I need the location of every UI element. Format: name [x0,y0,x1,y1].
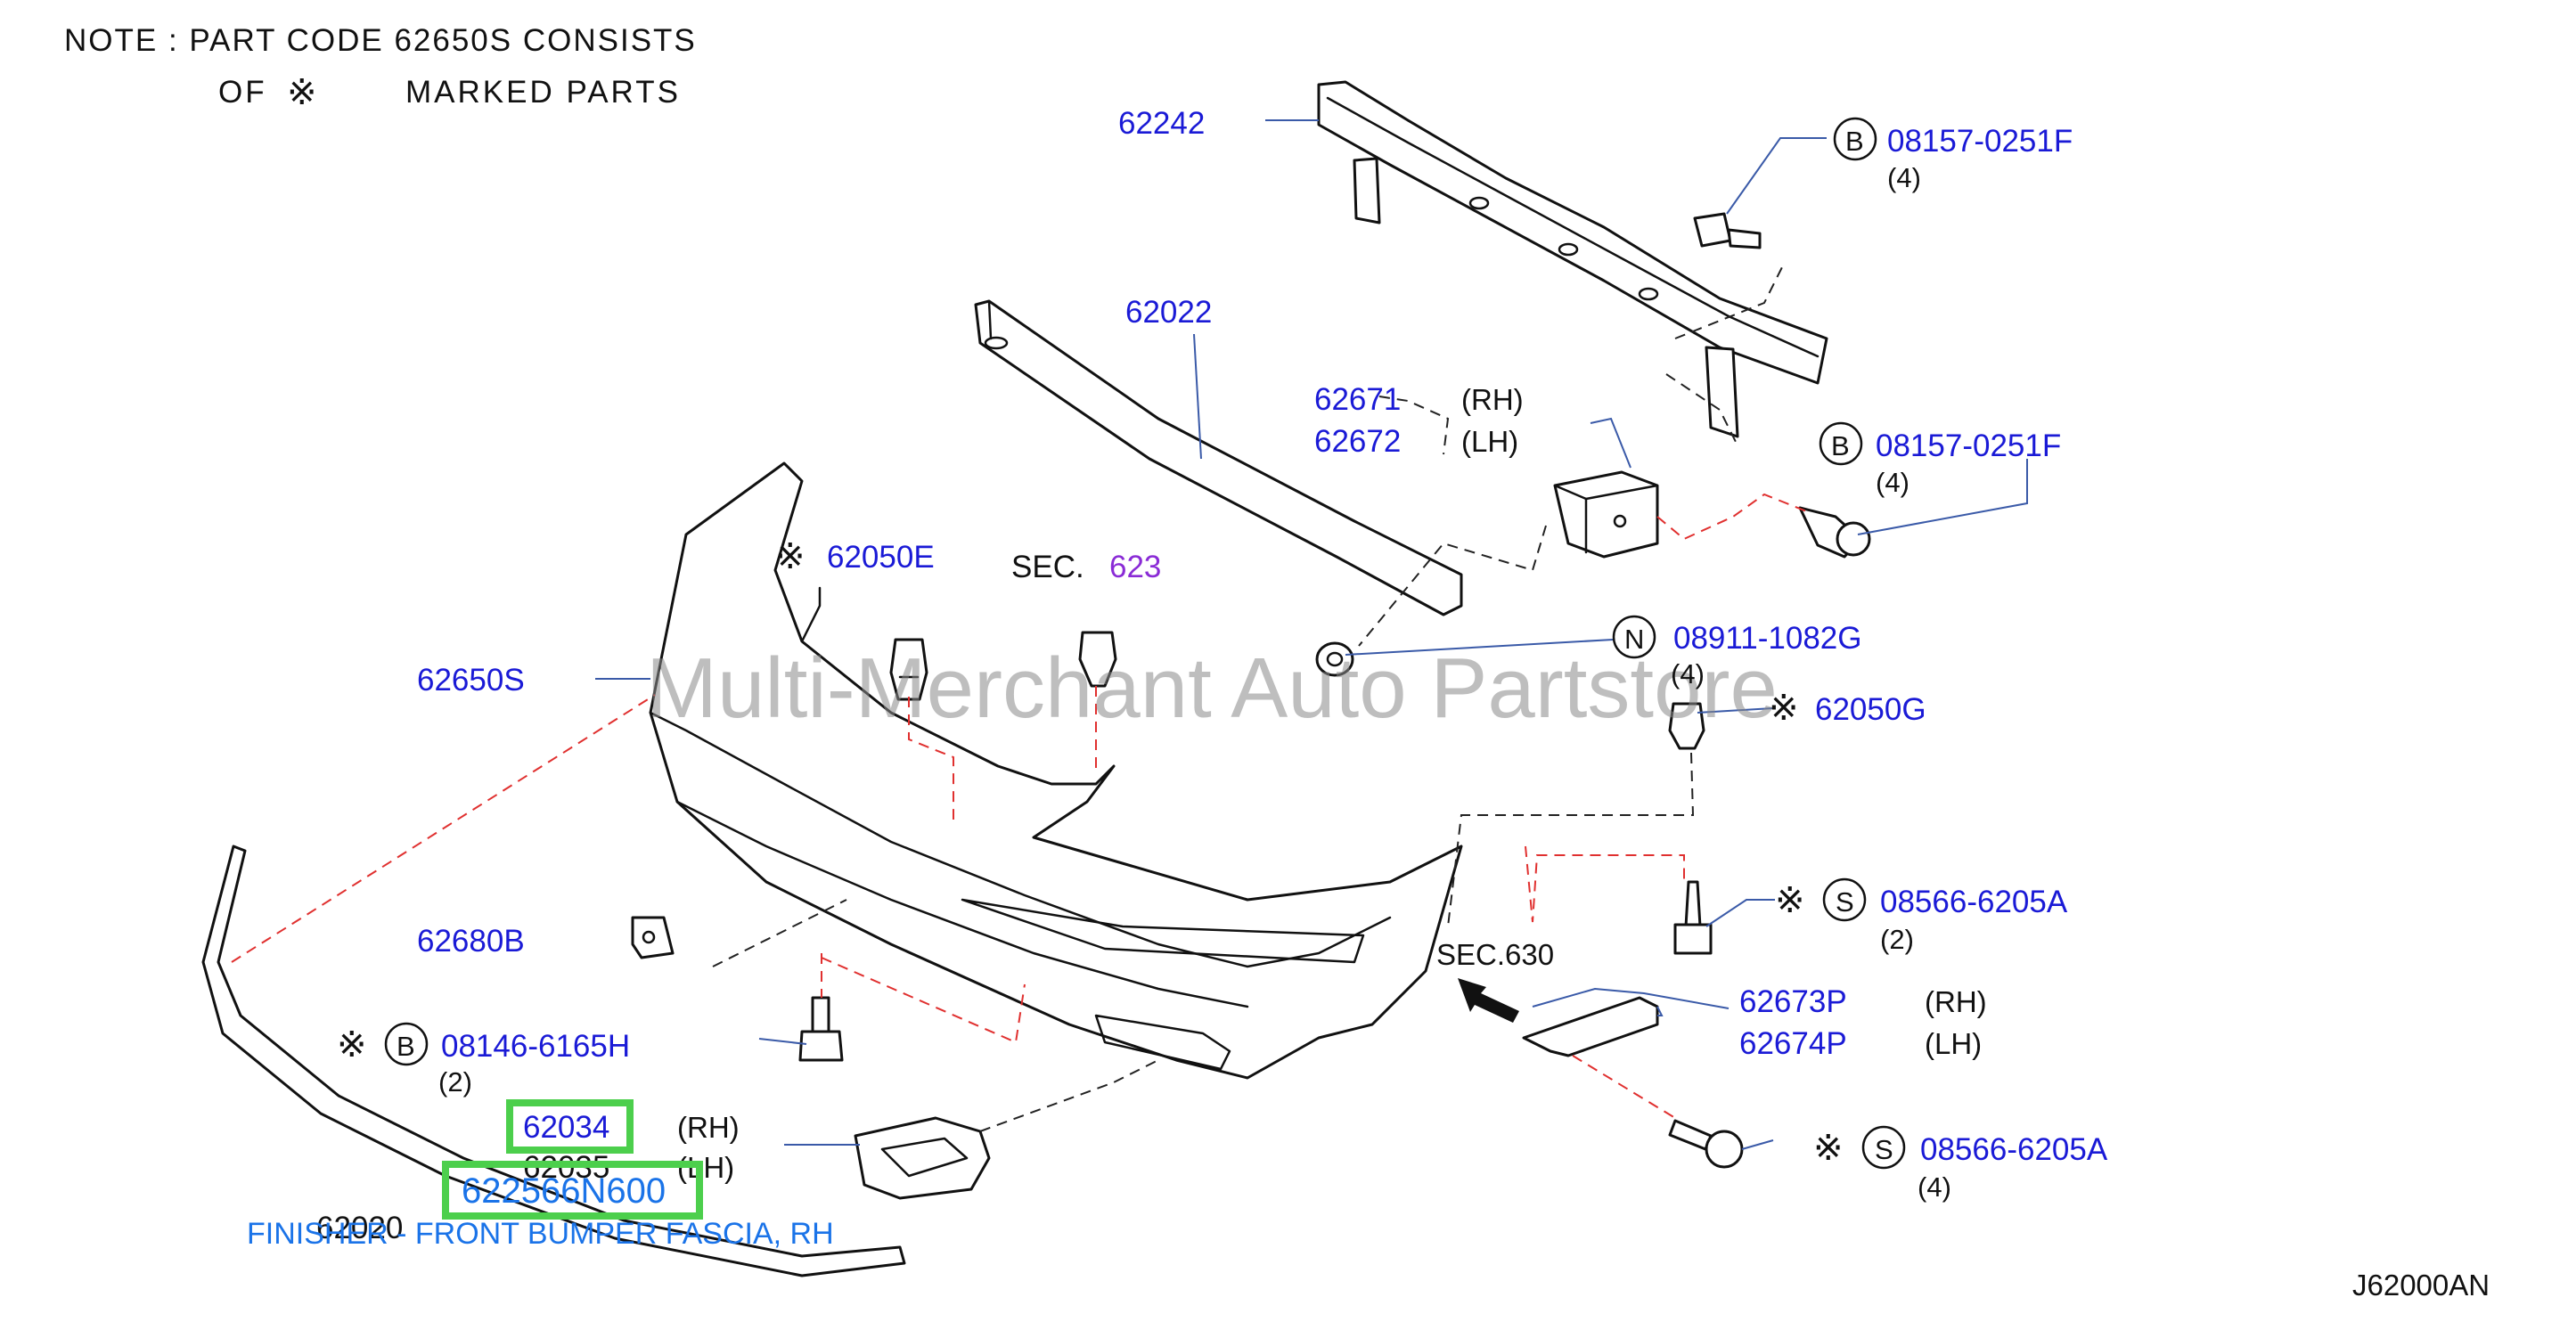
finisher-strip-drawing [201,845,906,1277]
note-of: OF [218,75,267,110]
screw-s1-drawing [1673,880,1713,955]
note-marked-parts: MARKED PARTS [405,75,681,110]
b-symbol-icon [384,1022,429,1066]
part-62671-link[interactable]: 62671 [1314,382,1401,417]
b-symbol-letter: B [1831,430,1850,461]
kome-mark-icon: ※ [287,73,317,112]
sec623-prefix: SEC. [1011,550,1084,584]
kome-mark-icon: ※ [337,1025,367,1065]
bracket-62673p-drawing [1522,996,1659,1057]
screw-08566-s2-link[interactable]: 08566-6205A [1920,1132,2108,1167]
screw-s2-drawing [1668,1119,1744,1169]
kome-mark-icon: ※ [775,537,806,576]
s-symbol-icon [1861,1125,1906,1170]
part-62050g-link[interactable]: 62050G [1815,692,1926,727]
part-62242-link[interactable]: 62242 [1118,106,1205,141]
sec630-link[interactable]: SEC.630 [1436,938,1554,971]
screw-08566-s1-qty: (2) [1880,924,1914,955]
part-62050e-link[interactable]: 62050E [827,540,935,575]
nut-08911-qty: (4) [1671,658,1705,690]
s-symbol-letter: S [1875,1134,1893,1165]
part-62034-side: (RH) [677,1111,740,1144]
kome-mark-icon: ※ [1813,1129,1844,1168]
part-62034-link[interactable]: 62034 [523,1110,609,1145]
guide-lines [231,266,1810,1132]
b-symbol-letter: B [397,1031,415,1062]
clip-62050g-drawing [1668,702,1705,750]
bolt-mid-drawing [1798,506,1871,559]
part-tooltip: FINISHER - FRONT BUMPER FASCIA, RH [247,1217,834,1251]
watermark: Multi-Merchant Auto Partstore [646,641,1778,736]
clip-sec623-drawing [1078,631,1117,688]
n-symbol-icon [1612,615,1656,659]
b-symbol-icon [1819,421,1863,466]
reinforcement-bar-drawing [974,299,1463,616]
kome-mark-icon: ※ [1775,881,1805,920]
leader-lines [595,119,2028,1150]
part-62673p-link[interactable]: 62673P [1739,984,1847,1019]
kome-mark-icon: ※ [1769,689,1799,728]
screw-08566-s1-link[interactable]: 08566-6205A [1880,885,2068,919]
part-62673p-side: (RH) [1925,985,1987,1018]
part-62022-link[interactable]: 62022 [1125,295,1212,330]
n-symbol-letter: N [1624,624,1644,655]
part-62034-highlight [506,1099,634,1154]
b-symbol-letter: B [1845,126,1864,157]
part-62650s-link[interactable]: 62650S [417,663,525,698]
nut-drawing [1315,641,1354,677]
oem-part-number-link[interactable]: 622566N600 [462,1171,666,1211]
note-line-1: NOTE : PART CODE 62650S CONSISTS [64,23,697,58]
fog-finisher-drawing [854,1116,991,1200]
bolt-08157-top-link[interactable]: 08157-0251F [1887,124,2073,159]
bolt-top-drawing [1693,212,1762,249]
bolt-b2-drawing [798,996,844,1062]
screw-08566-s2-qty: (4) [1918,1171,1951,1203]
sec623-link[interactable]: 623 [1109,550,1161,584]
s-symbol-letter: S [1836,886,1854,918]
part-62020-label: 62020 [316,1211,403,1245]
part-62672-link[interactable]: 62672 [1314,424,1401,459]
stay-62680b-drawing [631,916,675,959]
b-symbol-icon [1833,117,1877,161]
bolt-08146-link[interactable]: 08146-6165H [441,1029,630,1064]
diagram-code: J62000AN [2352,1269,2490,1302]
s-symbol-icon [1822,877,1867,922]
bumper-fascia-drawing [649,461,1463,1080]
part-62674p-side: (LH) [1925,1027,1982,1060]
part-62672-side: (LH) [1461,425,1518,458]
upper-reinforcement-drawing [1317,80,1828,438]
sec630-arrow-icon [1458,978,1519,1023]
oem-part-highlight [442,1161,703,1220]
clip-62050e-drawing [889,638,928,701]
bolt-08157-mid-qty: (4) [1876,467,1910,498]
part-62674p-link[interactable]: 62674P [1739,1026,1847,1061]
side-bracket-drawing [1553,470,1659,559]
part-62671-side: (RH) [1461,383,1524,416]
bolt-08157-mid-link[interactable]: 08157-0251F [1876,428,2061,463]
nut-08911-link[interactable]: 08911-1082G [1673,621,1861,656]
bolt-08146-qty: (2) [438,1066,472,1098]
bolt-08157-top-qty: (4) [1887,162,1921,193]
part-62680b-link[interactable]: 62680B [417,924,525,959]
